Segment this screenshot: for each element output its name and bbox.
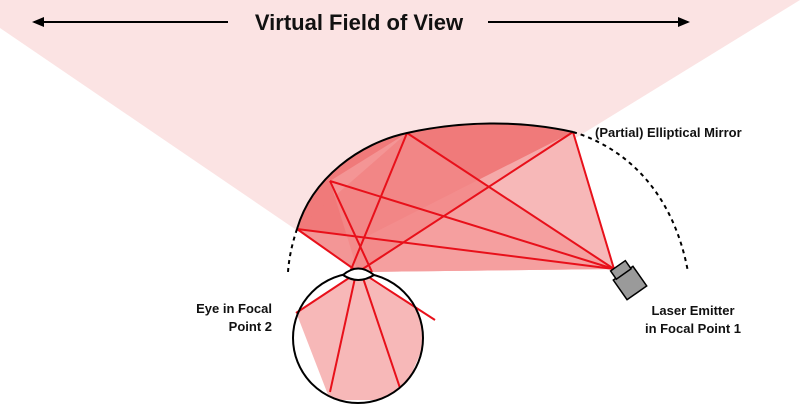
light-rays (295, 131, 615, 393)
ellipse-dashed-left (287, 228, 298, 273)
laser-emitter-icon (609, 259, 648, 301)
ray-eye-internal-3 (362, 277, 401, 389)
ray-mirror-right-to-eye (357, 131, 574, 273)
ray-mirror-left-to-eye (296, 228, 359, 273)
laser-label-line-2: in Focal Point 1 (645, 321, 741, 336)
ray-eye-internal-1 (295, 275, 353, 314)
ray-mirror-top-to-eye (349, 132, 408, 273)
laser-label-line-1: Laser Emitter (651, 303, 734, 318)
eye-label-line-1: Eye in Focal (196, 301, 272, 316)
ray-laser-to-mirror-top (406, 132, 615, 270)
ray-mirror-mid-to-eye (329, 180, 373, 273)
ray-laser-to-mirror-left (296, 228, 615, 270)
ray-laser-to-mirror-right (572, 131, 615, 270)
ray-eye-internal-2 (329, 277, 356, 393)
ray-eye-internal-4 (366, 275, 436, 321)
ellipse-dashed-right (572, 131, 689, 273)
eye-retina-fill (296, 273, 423, 400)
ray-laser-to-mirror-mid-left (329, 180, 615, 270)
diagram-title: Virtual Field of View (255, 10, 464, 35)
elliptical-mirror-arc (296, 122, 574, 230)
eye-label-line-2: Point 2 (229, 319, 272, 334)
eye-icon (292, 267, 424, 404)
mirror-label: (Partial) Elliptical Mirror (595, 125, 742, 140)
